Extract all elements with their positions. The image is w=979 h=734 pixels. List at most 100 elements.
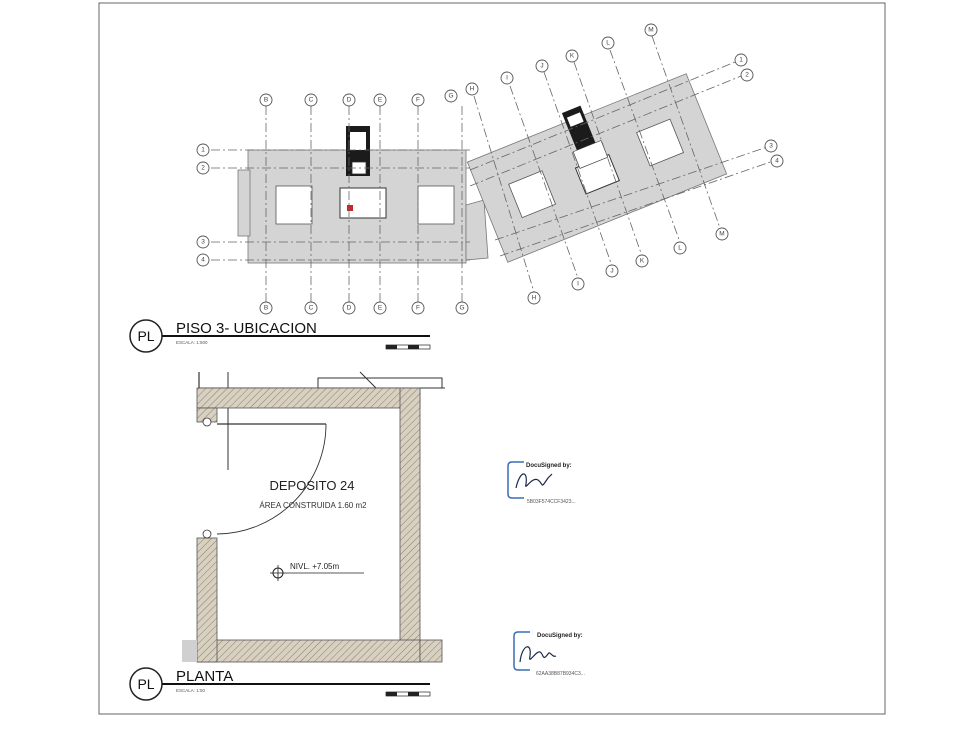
svg-text:F: F — [416, 305, 420, 312]
grid-bubble-row-4-left: 4 — [196, 253, 210, 267]
svg-text:F: F — [416, 97, 420, 104]
grid-bubble-row-3-right: 3 — [764, 139, 778, 153]
grid-bubble-top-g: G — [444, 89, 458, 103]
grid-bubble-top-i: I — [500, 71, 514, 85]
grid-bubble-row-1-right: 1 — [734, 53, 748, 67]
unit-plan-scale: ESCALA: 1:50 — [176, 688, 206, 693]
grid-bubble-bottom-g: G — [455, 301, 469, 315]
room-name: DEPOSITO 24 — [269, 478, 354, 493]
svg-text:C: C — [309, 305, 314, 312]
svg-text:H: H — [532, 295, 537, 302]
unit-plan-title: PL PLANTA ESCALA: 1:50 — [129, 667, 431, 701]
level-marker: NIVL. +7.05m — [270, 562, 364, 581]
left-courtyard-1 — [275, 185, 313, 225]
grid-bubble-top-m: M — [644, 23, 658, 37]
docusign-signature-1: DocuSigned by: 5B03F574CCF3423... — [507, 461, 576, 505]
svg-text:K: K — [570, 53, 575, 60]
svg-text:H: H — [470, 86, 475, 93]
connector-slab — [465, 199, 489, 261]
grid-bubble-bottom-j: J — [605, 264, 619, 278]
svg-text:D: D — [347, 305, 352, 312]
grid-bubble-bottom-e: E — [373, 301, 387, 315]
wall-bottom-ext — [419, 639, 443, 663]
grid-bubbles-top: B C D E F G H I J K L M — [259, 23, 658, 107]
grid-bubble-bottom-d: D — [342, 301, 356, 315]
location-plan-title-text: PISO 3- UBICACION — [176, 320, 317, 337]
grid-bubble-row-1-left: 1 — [196, 143, 210, 157]
svg-text:B: B — [264, 305, 268, 312]
grid-bubble-bottom-m: M — [715, 227, 729, 241]
grid-bubble-top-d: D — [342, 93, 356, 107]
plan-badge-unit-text: PL — [137, 676, 154, 692]
door-swing — [216, 423, 327, 535]
grid-bubble-row-2-left: 2 — [196, 161, 210, 175]
svg-text:I: I — [577, 281, 579, 288]
grid-bubble-top-k: K — [565, 49, 579, 63]
grid-bubble-bottom-f: F — [411, 301, 425, 315]
signature-1-code: 5B03F574CCF3423... — [527, 499, 576, 505]
grid-bubble-bottom-c: C — [304, 301, 318, 315]
signature-1-scribble — [515, 473, 553, 489]
docusign-signature-2: DocuSigned by: 62AA38B87B934C3... — [513, 631, 585, 677]
svg-text:M: M — [719, 231, 724, 238]
left-wing-balcony — [237, 169, 251, 237]
grid-bubble-bottom-h: H — [527, 291, 541, 305]
grid-bubble-bottom-l: L — [673, 241, 687, 255]
svg-text:K: K — [640, 258, 645, 265]
grid-bubbles-bottom: B C D E F G H I J K L M — [259, 227, 729, 315]
grid-bubbles-rows: 1 2 3 4 1 2 3 4 — [196, 53, 784, 267]
svg-text:M: M — [648, 27, 653, 34]
signature-2-header: DocuSigned by: — [537, 633, 583, 639]
wall-bottom — [196, 639, 421, 663]
svg-text:B: B — [264, 97, 268, 104]
unit-plan: DEPOSITO 24 ÁREA CONSTRUIDA 1.60 m2 NIVL… — [182, 371, 445, 663]
unit-plan-title-text: PLANTA — [176, 668, 233, 685]
left-courtyard-2 — [417, 185, 455, 225]
wall-right — [399, 387, 421, 663]
svg-text:L: L — [678, 245, 682, 252]
svg-text:1: 1 — [201, 147, 205, 154]
grid-bubble-top-b: B — [259, 93, 273, 107]
svg-text:D: D — [347, 97, 352, 104]
grid-bubble-row-2-right: 2 — [740, 68, 754, 82]
level-text: NIVL. +7.05m — [290, 562, 339, 571]
room-area: ÁREA CONSTRUIDA 1.60 m2 — [259, 501, 367, 510]
location-plan-title: PL PISO 3- UBICACION ESCALA: 1:500 — [129, 319, 431, 353]
svg-text:J: J — [540, 63, 543, 70]
svg-text:3: 3 — [201, 239, 205, 246]
right-courtyard-2 — [636, 118, 685, 167]
grid-bubble-top-h: H — [465, 82, 479, 96]
signature-2-code: 62AA38B87B934C3... — [536, 671, 585, 677]
grid-bubble-bottom-i: I — [571, 277, 585, 291]
grid-bubble-top-j: J — [535, 59, 549, 73]
svg-text:J: J — [610, 268, 613, 275]
deposit-location-marker — [347, 205, 353, 211]
svg-text:C: C — [309, 97, 314, 104]
svg-text:L: L — [606, 40, 610, 47]
sheet-border — [98, 2, 886, 715]
svg-text:4: 4 — [775, 158, 779, 165]
location-plan: B C D E F G H I J K L M B C D E F G H I … — [196, 23, 784, 315]
plan-badge-location-text: PL — [137, 328, 154, 344]
svg-text:3: 3 — [769, 143, 773, 150]
grid-bubble-row-3-left: 3 — [196, 235, 210, 249]
grid-bubble-bottom-k: K — [635, 254, 649, 268]
svg-text:1: 1 — [739, 57, 743, 64]
location-grid-lines — [211, 35, 777, 302]
svg-text:4: 4 — [201, 257, 205, 264]
svg-text:2: 2 — [201, 165, 205, 172]
svg-text:E: E — [378, 97, 383, 104]
location-plan-scale: ESCALA: 1:500 — [176, 340, 208, 345]
grid-bubble-bottom-b: B — [259, 301, 273, 315]
wall-left-lower — [196, 537, 218, 663]
svg-text:I: I — [506, 75, 508, 82]
svg-text:2: 2 — [745, 72, 749, 79]
grid-bubble-top-f: F — [411, 93, 425, 107]
grid-bubble-top-l: L — [601, 36, 615, 50]
svg-text:G: G — [448, 93, 453, 100]
wall-top — [196, 387, 421, 409]
signature-2-scribble — [519, 646, 557, 663]
grid-bubble-row-4-right: 4 — [770, 154, 784, 168]
grid-bubble-top-c: C — [304, 93, 318, 107]
